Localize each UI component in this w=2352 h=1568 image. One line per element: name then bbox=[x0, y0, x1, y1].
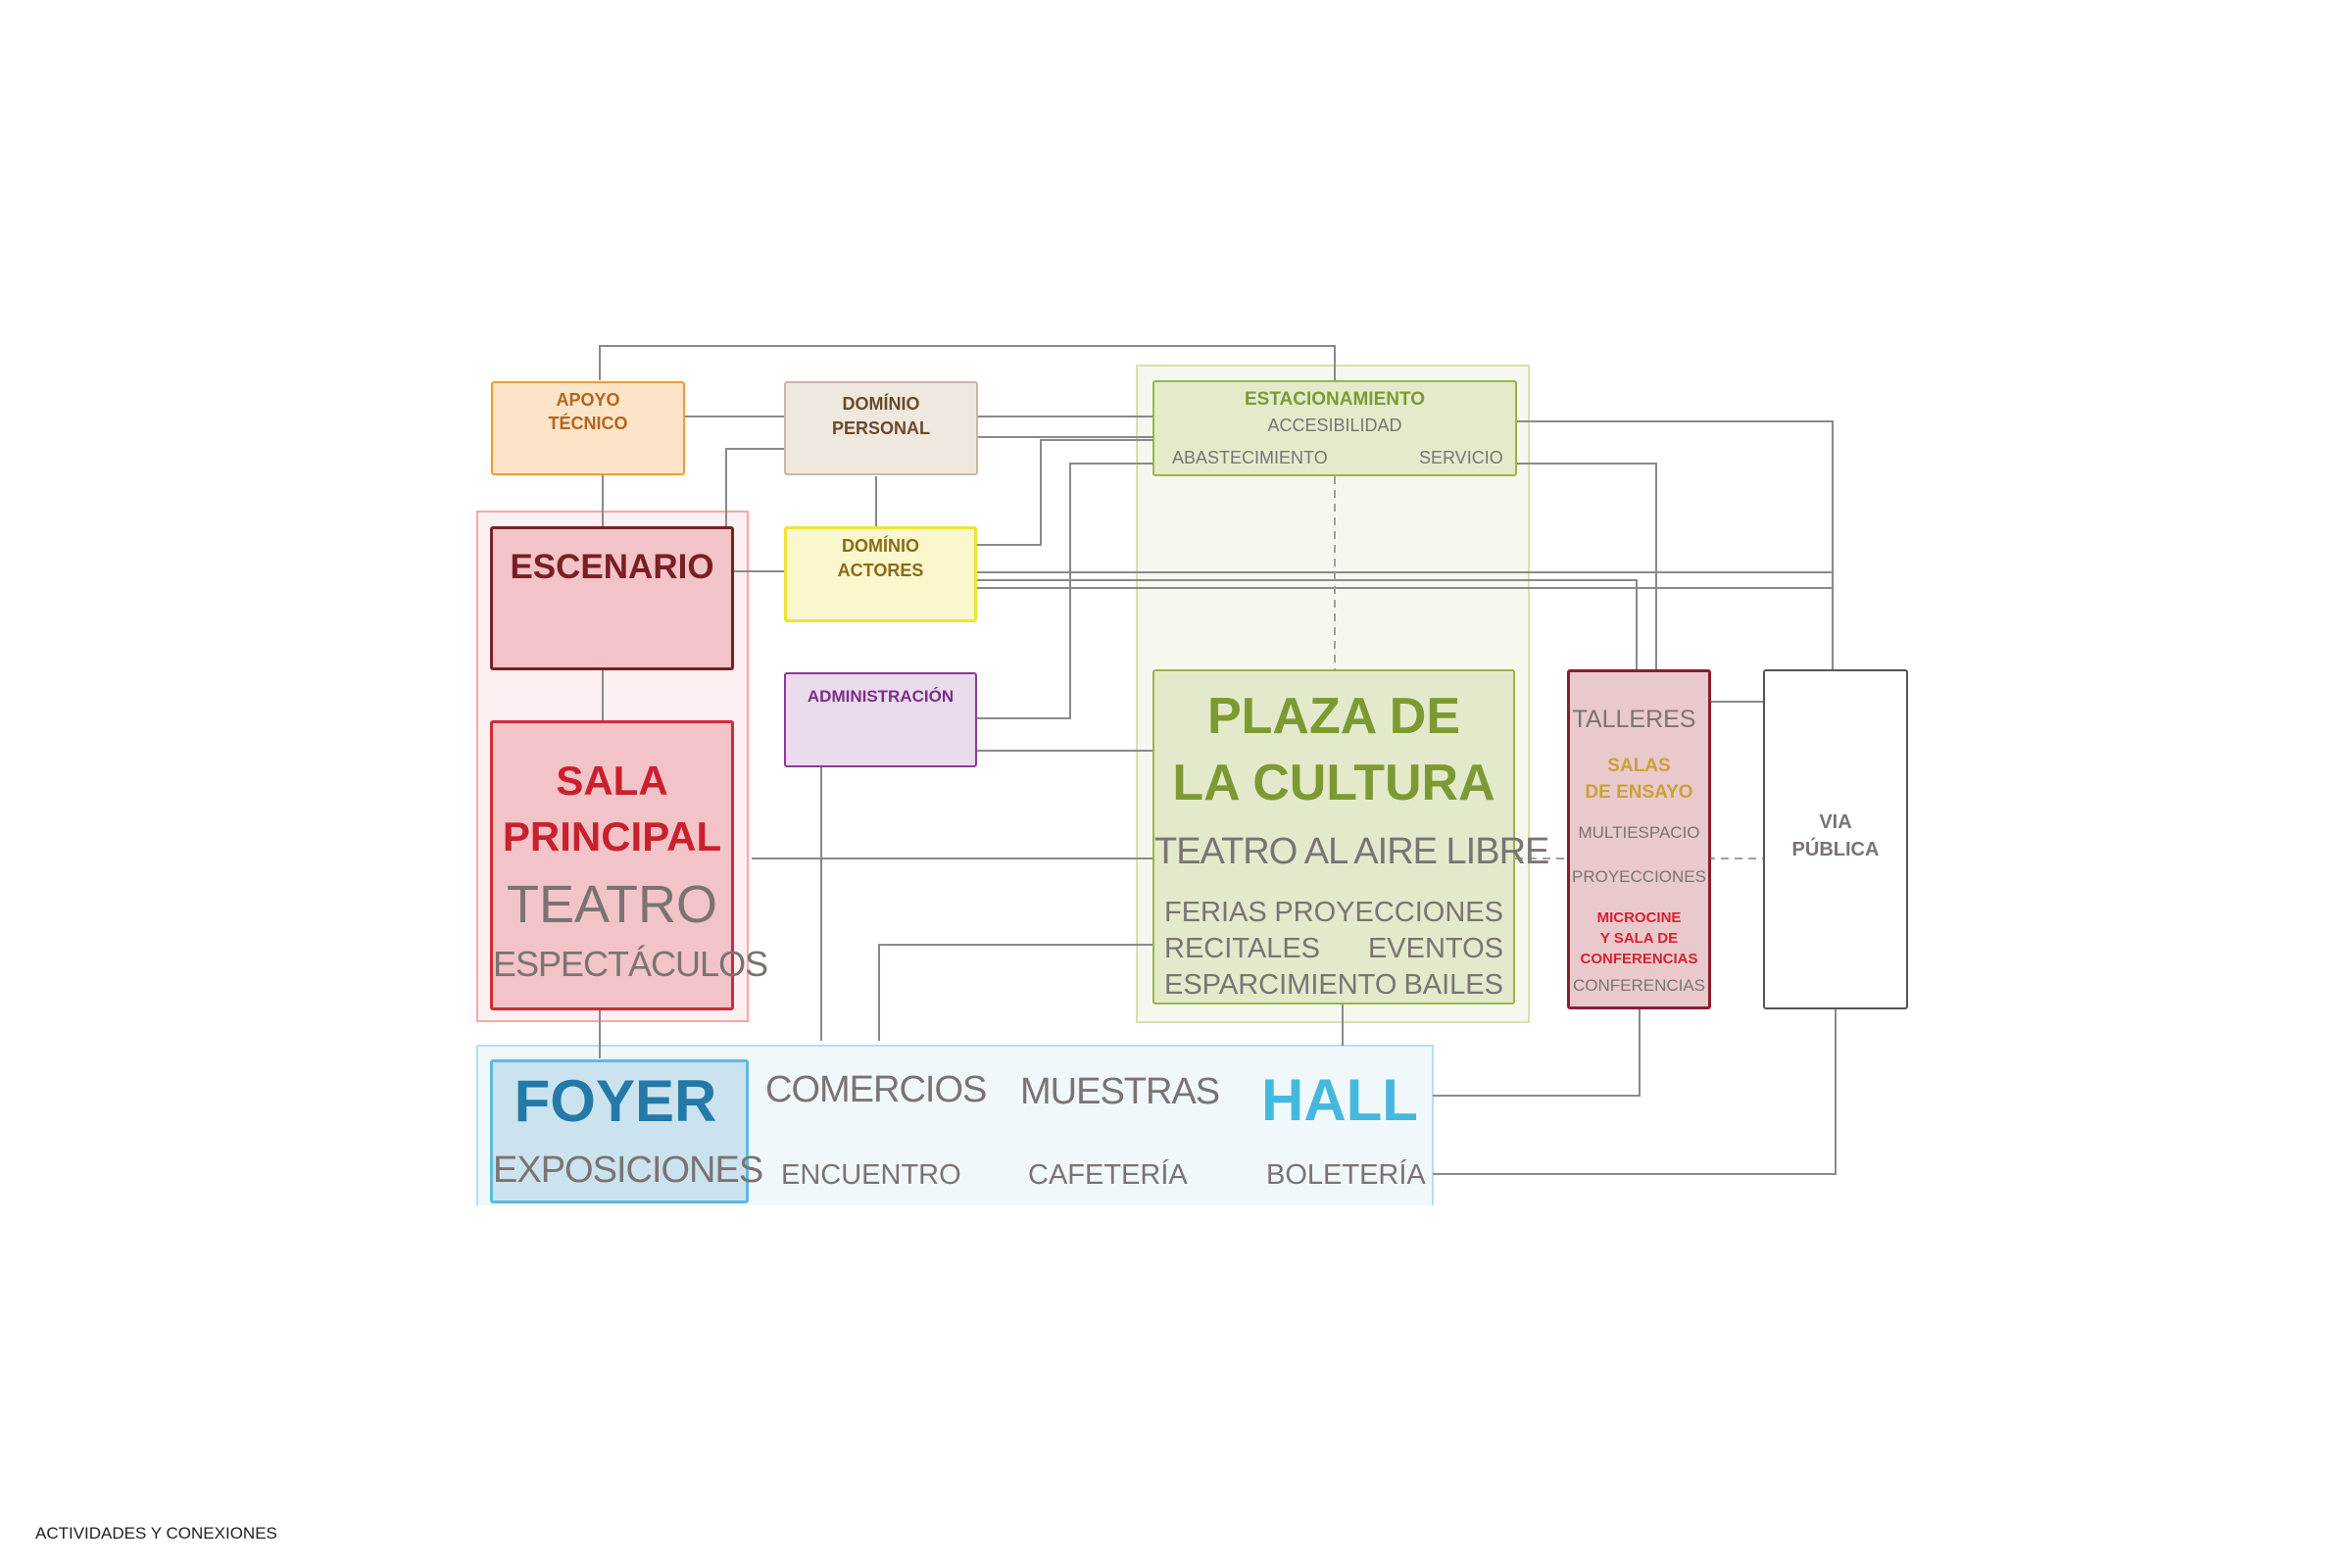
plaza-proyecciones: PROYECCIONES bbox=[1274, 897, 1503, 928]
dominio-actores-line2: ACTORES bbox=[837, 561, 924, 580]
plaza-teatro-aire-libre: TEATRO AL AIRE LIBRE bbox=[1154, 831, 1549, 872]
hall-cafeteria: CAFETERÍA bbox=[1028, 1159, 1188, 1191]
talleres-salas-line1: SALAS bbox=[1607, 756, 1671, 776]
administracion-title: ADMINISTRACIÓN bbox=[807, 687, 955, 706]
via-publica-line1: VIA bbox=[1819, 811, 1852, 833]
plaza-eventos: EVENTOS bbox=[1367, 933, 1503, 964]
escenario-title: ESCENARIO bbox=[510, 548, 714, 586]
talleres-title: TALLERES bbox=[1572, 706, 1696, 733]
hall-muestras: MUESTRAS bbox=[1020, 1071, 1220, 1112]
dominio-personal-line1: DOMÍNIO bbox=[842, 394, 920, 414]
plaza-ferias: FERIAS bbox=[1164, 897, 1267, 928]
via-publica-box: VIA PÚBLICA bbox=[1763, 669, 1908, 1009]
administracion-box: ADMINISTRACIÓN bbox=[784, 672, 977, 767]
escenario-box: ESCENARIO bbox=[490, 526, 734, 670]
plaza-cultura-box: PLAZA DE LA CULTURA TEATRO AL AIRE LIBRE… bbox=[1152, 669, 1549, 1004]
talleres-microcine-line1: MICROCINE bbox=[1596, 909, 1682, 926]
plaza-line1: PLAZA DE bbox=[1206, 688, 1461, 745]
sala-principal-box: SALA PRINCIPAL TEATRO ESPECTÁCULOS bbox=[490, 720, 768, 1010]
talleres-proyecciones: PROYECCIONES bbox=[1572, 867, 1706, 886]
talleres-salas-line2: DE ENSAYO bbox=[1585, 782, 1693, 803]
talleres-microcine-line2: Y SALA DE bbox=[1599, 930, 1679, 947]
dominio-actores-box: DOMÍNIO ACTORES bbox=[784, 526, 977, 622]
dominio-actores-line1: DOMÍNIO bbox=[842, 536, 919, 556]
estacionamiento-abastecimiento: ABASTECIMIENTO bbox=[1172, 448, 1328, 467]
hall-title: HALL bbox=[1261, 1067, 1418, 1133]
plaza-bailes: BAILES bbox=[1403, 969, 1503, 1001]
plaza-line2: LA CULTURA bbox=[1172, 755, 1495, 811]
plaza-esparcimiento: ESPARCIMIENTO bbox=[1164, 969, 1397, 1001]
apoyo-tecnico-box: APOYO TÉCNICO bbox=[491, 381, 685, 475]
estacionamiento-title: ESTACIONAMIENTO bbox=[1244, 389, 1426, 410]
diagram-caption: ACTIVIDADES Y CONEXIONES bbox=[35, 1524, 277, 1543]
talleres-microcine-line3: CONFERENCIAS bbox=[1580, 951, 1698, 967]
foyer-exposiciones: EXPOSICIONES bbox=[493, 1150, 763, 1191]
sala-principal-line2: PRINCIPAL bbox=[502, 813, 722, 859]
dominio-personal-line2: PERSONAL bbox=[831, 418, 930, 438]
via-publica-line2: PÚBLICA bbox=[1791, 839, 1880, 860]
sala-principal-line1: SALA bbox=[556, 758, 668, 804]
hall-comercios: COMERCIOS bbox=[765, 1069, 987, 1110]
sala-principal-espectaculos: ESPECTÁCULOS bbox=[493, 944, 768, 984]
talleres-conferencias: CONFERENCIAS bbox=[1572, 976, 1706, 995]
estacionamiento-accesibilidad: ACCESIBILIDAD bbox=[1267, 416, 1402, 435]
dominio-personal-box: DOMÍNIO PERSONAL bbox=[784, 381, 978, 475]
foyer-box: FOYER EXPOSICIONES bbox=[490, 1059, 763, 1203]
talleres-multiespacio: MULTIESPACIO bbox=[1578, 823, 1700, 842]
hall-boleteria: BOLETERÍA bbox=[1266, 1159, 1426, 1191]
sala-principal-teatro: TEATRO bbox=[507, 875, 717, 934]
foyer-title: FOYER bbox=[514, 1068, 717, 1134]
hall-encuentro: ENCUENTRO bbox=[781, 1159, 961, 1191]
apoyo-tecnico-line2: TÉCNICO bbox=[548, 414, 628, 433]
estacionamiento-servicio: SERVICIO bbox=[1419, 448, 1503, 467]
plaza-recitales: RECITALES bbox=[1164, 933, 1321, 964]
estacionamiento-box: ESTACIONAMIENTO ACCESIBILIDAD ABASTECIMI… bbox=[1152, 380, 1517, 476]
connector-lines bbox=[599, 345, 1837, 1175]
apoyo-tecnico-line1: APOYO bbox=[556, 390, 620, 410]
talleres-box: TALLERES SALAS DE ENSAYO MULTIESPACIO PR… bbox=[1567, 669, 1711, 1009]
